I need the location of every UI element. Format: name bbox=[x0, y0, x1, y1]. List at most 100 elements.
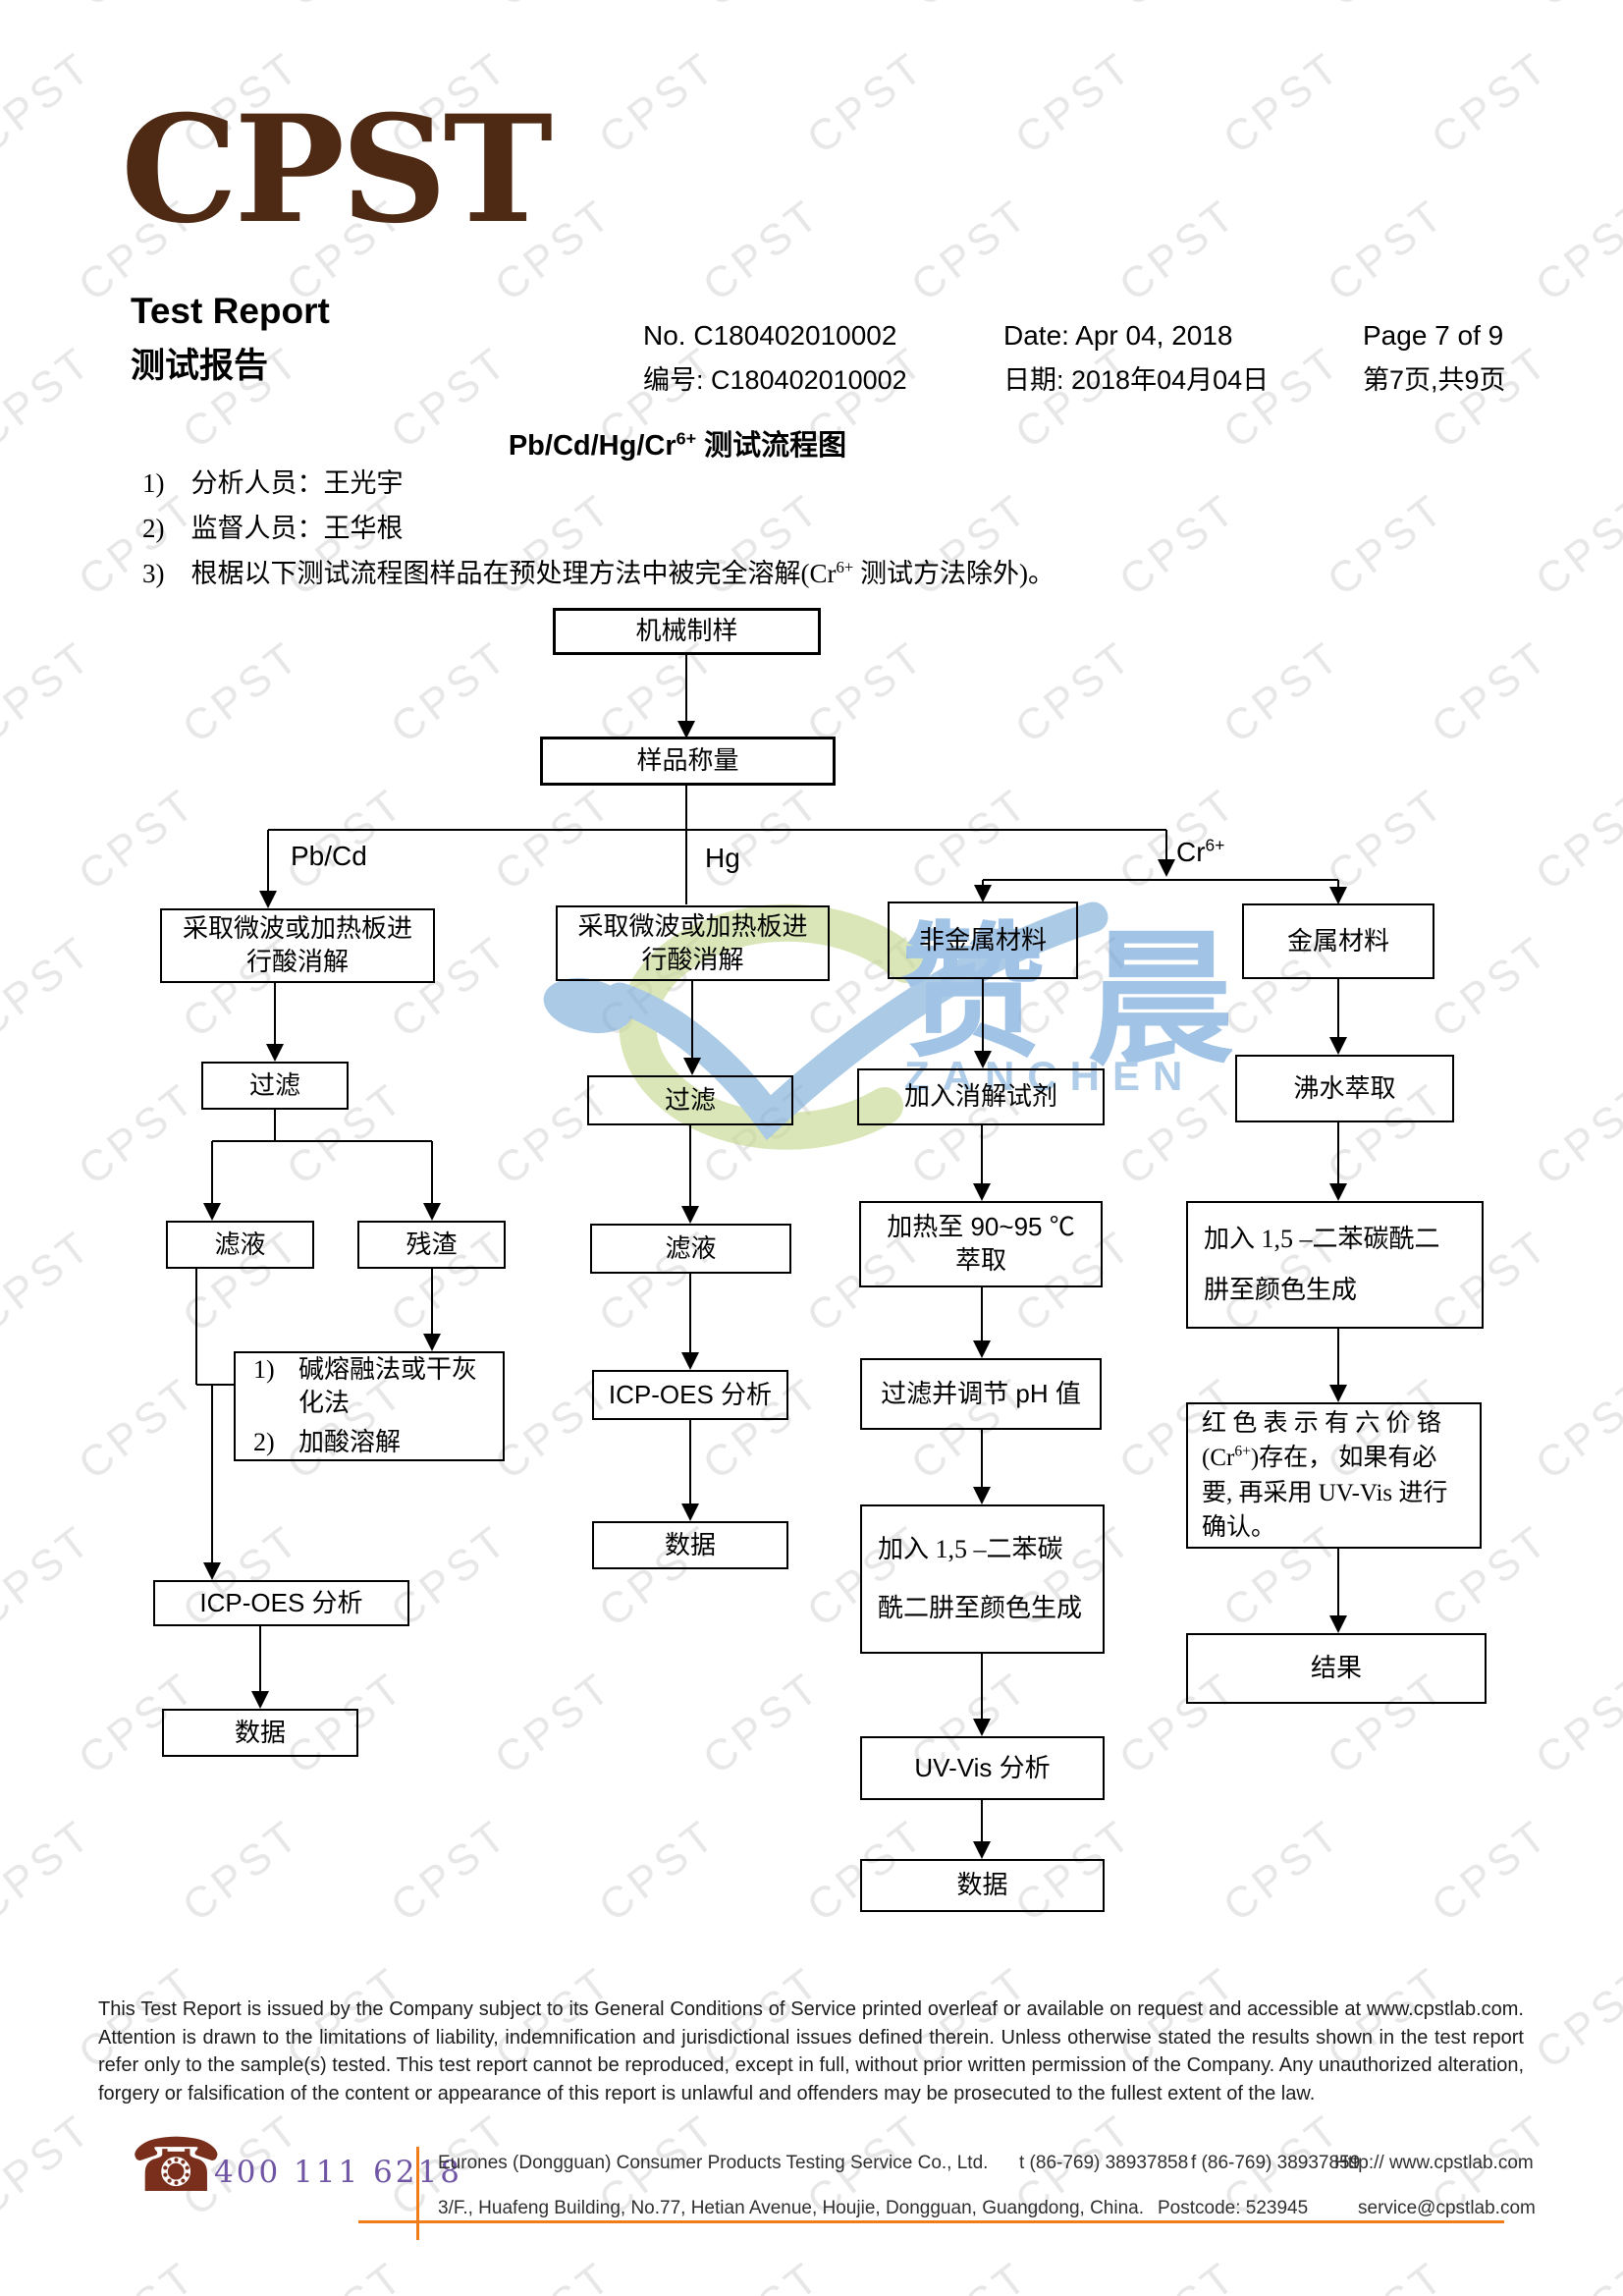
box-result-label: 结果 bbox=[1310, 1654, 1362, 1683]
box-red-line2-post: )存在， 如果有必 bbox=[1250, 1445, 1437, 1471]
box-acid-digestion-pbcd: 采取微波或加热板进 行酸消解 bbox=[160, 908, 435, 983]
cpst-watermark: CPST bbox=[0, 1515, 102, 1637]
box-alkali-fusion-item2: 2) 加酸溶解 bbox=[253, 1426, 401, 1459]
flowchart-title-sup: 6+ bbox=[676, 428, 697, 449]
hotline-number: 400 111 6218 bbox=[214, 2155, 462, 2190]
box-alkali-fusion: 1) 碱熔融法或干灰化法 2) 加酸溶解 bbox=[234, 1351, 505, 1461]
cpst-watermark: CPST bbox=[382, 1810, 518, 1932]
box-icpoes-hg: ICP-OES 分析 bbox=[592, 1370, 788, 1420]
cpst-watermark: CPST bbox=[1527, 0, 1623, 17]
cpst-watermark: CPST bbox=[1319, 0, 1455, 17]
cpst-watermark: CPST bbox=[1527, 484, 1623, 606]
cpst-watermark: CPST bbox=[1423, 926, 1559, 1048]
box-red-indicates-cr6-line1: 红 色 表 示 有 六 价 铬 bbox=[1202, 1409, 1441, 1437]
cpst-watermark: CPST bbox=[486, 2252, 622, 2296]
logo-zh-char2: 晨 bbox=[1087, 920, 1232, 1083]
box-acid-digestion-pbcd-line1: 采取微波或加热板进 bbox=[182, 914, 412, 944]
cpst-watermark: CPST bbox=[1319, 190, 1455, 311]
cpst-watermark: CPST bbox=[1527, 1073, 1623, 1195]
box-icpoes-pbcd-label: ICP-OES 分析 bbox=[199, 1587, 363, 1617]
box-filter-pbcd-label: 过滤 bbox=[248, 1070, 300, 1100]
cpst-watermark: CPST bbox=[486, 1663, 622, 1784]
box-data-pbcd: 数据 bbox=[162, 1709, 358, 1757]
phone-icon: ☎ bbox=[130, 2124, 223, 2208]
box-alkali-fusion-item1: 1) 碱熔融法或干灰化法 bbox=[253, 1353, 493, 1420]
footer-address: 3/F., Huafeng Building, No.77, Hetian Av… bbox=[438, 2198, 1144, 2218]
box-add-digestion-reagent-label: 加入消解试剂 bbox=[903, 1082, 1057, 1112]
cpst-watermark: CPST bbox=[70, 1073, 206, 1195]
flowchart-title-pre: Pb/Cd/Hg/Cr bbox=[508, 430, 676, 462]
report-date-en: Date: Apr 04, 2018 bbox=[1003, 320, 1233, 351]
cpst-watermark: CPST bbox=[1423, 1810, 1559, 1932]
cpst-watermark: CPST bbox=[1423, 42, 1559, 164]
cpst-watermark: CPST bbox=[0, 631, 102, 753]
cpst-watermark: CPST bbox=[902, 0, 1039, 17]
box-metal-material-label: 金属材料 bbox=[1286, 926, 1389, 956]
box-dpc-color-nonmetal: 加入 1,5 –二苯碳 酰二肼至颜色生成 bbox=[860, 1504, 1105, 1654]
box-filter-adjust-ph: 过滤并调节 pH 值 bbox=[860, 1358, 1102, 1430]
footer-fax: f (86-769) 38937859 bbox=[1191, 2153, 1361, 2173]
cpst-watermark: CPST bbox=[1423, 631, 1559, 753]
cpst-watermark: CPST bbox=[1215, 1810, 1351, 1932]
box-acid-digestion-hg-line1: 采取微波或加热板进 bbox=[577, 911, 808, 941]
box-data-hg-label: 数据 bbox=[664, 1530, 716, 1559]
cpst-watermark: CPST bbox=[1215, 631, 1351, 753]
box-filtrate-pbcd: 滤液 bbox=[166, 1221, 314, 1269]
box-filter-adjust-ph-label: 过滤并调节 pH 值 bbox=[881, 1378, 1081, 1408]
box-filter-pbcd: 过滤 bbox=[201, 1062, 349, 1110]
cpst-watermark: CPST bbox=[1527, 1663, 1623, 1784]
note-3-sup: 6+ bbox=[836, 558, 854, 576]
report-number-block: No. C180402010002 编号: C180402010002 bbox=[643, 320, 907, 397]
box-data-pbcd-label: 数据 bbox=[234, 1718, 286, 1747]
cpst-watermark: CPST bbox=[694, 190, 831, 311]
report-title-zh: 测试报告 bbox=[131, 347, 269, 385]
footer-email: service@cpstlab.com bbox=[1358, 2198, 1536, 2218]
report-page-zh: 第7页,共9页 bbox=[1363, 365, 1506, 395]
cpst-watermark: CPST bbox=[1527, 1368, 1623, 1490]
note-3-text-post: 测试方法除外)。 bbox=[853, 559, 1055, 588]
box-dpc-color-metal-line2: 肼至颜色生成 bbox=[1204, 1276, 1358, 1304]
cpst-watermark: CPST bbox=[1527, 779, 1623, 901]
cpst-watermark: CPST bbox=[902, 190, 1039, 311]
box-boiling-water-extraction: 沸水萃取 bbox=[1235, 1055, 1454, 1122]
box-icpoes-pbcd: ICP-OES 分析 bbox=[153, 1580, 409, 1626]
branch-label-cr6-sup: 6+ bbox=[1205, 835, 1225, 855]
cpst-watermark: CPST bbox=[694, 2252, 831, 2296]
report-date-zh: 日期: 2018年04月04日 bbox=[1003, 365, 1270, 395]
cpst-watermark: CPST bbox=[902, 779, 1039, 901]
cpst-watermark: CPST bbox=[590, 42, 727, 164]
footer-telephone: t (86-769) 38937858 bbox=[1019, 2153, 1189, 2173]
note-2-num: 2) bbox=[142, 514, 165, 543]
box-icpoes-hg-label: ICP-OES 分析 bbox=[608, 1379, 773, 1409]
box-heat-extraction-line1: 加热至 90~95 ℃ bbox=[887, 1212, 1075, 1242]
box-data-nonmetal: 数据 bbox=[860, 1859, 1105, 1912]
zanchen-logo-watermark: 赞 晨 ZANCHEN bbox=[543, 902, 1232, 1150]
branch-label-pbcd: Pb/Cd bbox=[291, 841, 367, 871]
box-heat-extraction-line2: 萃取 bbox=[954, 1245, 1006, 1275]
box-result: 结果 bbox=[1186, 1633, 1487, 1704]
cpst-watermark: CPST bbox=[1527, 2252, 1623, 2296]
box-filtrate-pbcd-label: 滤液 bbox=[214, 1230, 266, 1259]
box-nonmetal-material-label: 非金属材料 bbox=[918, 925, 1047, 955]
cpst-watermark: CPST bbox=[1319, 484, 1455, 606]
box-mechanical-sampling-label: 机械制样 bbox=[635, 617, 738, 646]
cpst-watermark: CPST bbox=[70, 1368, 206, 1490]
flowchart-title: Pb/Cd/Hg/Cr6+ 测试流程图 bbox=[383, 422, 972, 464]
cpst-logo: CPST bbox=[121, 83, 553, 256]
cpst-watermark: CPST bbox=[1110, 190, 1247, 311]
logo-blue-check bbox=[604, 902, 1109, 1141]
footer-horizontal-rule bbox=[358, 2220, 1504, 2223]
cpst-watermark: CPST bbox=[1006, 631, 1143, 753]
report-title-en: Test Report bbox=[131, 291, 330, 331]
box-alkali-fusion-item1-num: 1) bbox=[253, 1355, 275, 1385]
branch-label-hg: Hg bbox=[705, 843, 740, 873]
cpst-watermark: CPST bbox=[0, 1810, 102, 1932]
cpst-watermark: CPST bbox=[0, 1221, 102, 1342]
box-dpc-color-nonmetal-line1: 加入 1,5 –二苯碳 bbox=[878, 1535, 1063, 1564]
cpst-watermark: CPST bbox=[1319, 779, 1455, 901]
box-data-hg: 数据 bbox=[592, 1521, 788, 1569]
logo-zh-char1: 赞 bbox=[900, 914, 1046, 1075]
box-mechanical-sampling: 机械制样 bbox=[553, 608, 821, 655]
box-uvvis-analysis-label: UV-Vis 分析 bbox=[914, 1752, 1051, 1782]
cpst-watermark: CPST bbox=[694, 1663, 831, 1784]
